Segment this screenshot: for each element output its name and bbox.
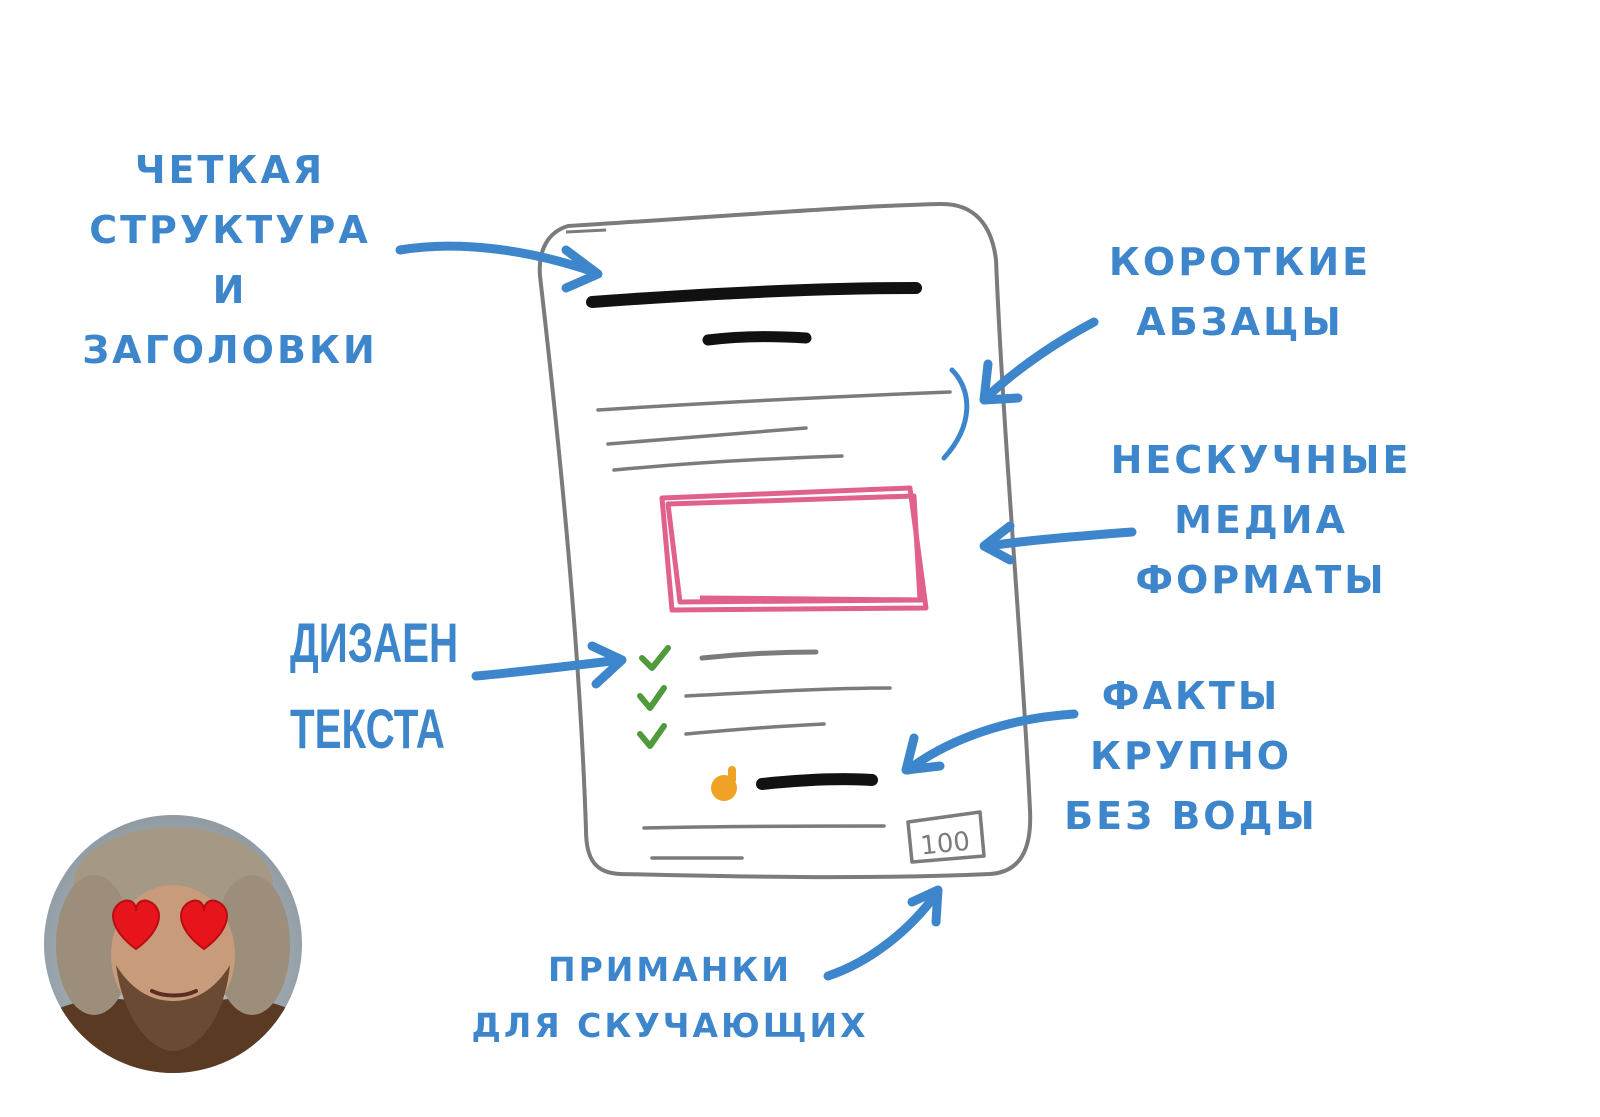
label-facts: ФАКТЫ КРУПНО БЕЗ ВОДЫ — [1056, 666, 1326, 846]
label-short-paragraphs: КОРОТКИЕ АБЗАЦЫ — [1100, 232, 1380, 352]
label-media-line-3: ФОРМАТЫ — [1135, 558, 1387, 602]
arrow-structure-icon — [395, 241, 603, 293]
check-icon — [637, 723, 667, 749]
heading-bar-sub — [702, 331, 812, 346]
counter-text: 100 — [919, 827, 972, 862]
label-facts-line-3: БЕЗ ВОДЫ — [1064, 794, 1318, 838]
label-media-line-2: МЕДИА — [1174, 498, 1348, 542]
check-icon — [639, 645, 671, 671]
paragraph-line-3 — [612, 454, 844, 472]
arrow-short-paragraphs-icon — [979, 317, 1099, 405]
check-icon — [637, 685, 667, 711]
checklist-line-3 — [684, 722, 826, 736]
label-short-paragraphs-line-1: КОРОТКИЕ — [1108, 240, 1372, 284]
label-bait-line-2: ДЛЯ СКУЧАЮЩИХ — [471, 1006, 869, 1045]
heading-bar-main — [586, 282, 922, 308]
heart-icon — [180, 899, 228, 951]
avatar-portrait — [44, 827, 302, 1073]
label-text-design: ДИЗАЕН ТЕКСТА — [290, 600, 459, 772]
counter-box: 100 — [906, 810, 986, 864]
label-bait-line-1: ПРИМАНКИ — [547, 950, 792, 989]
label-structure-line-3: И — [212, 268, 248, 312]
paragraph-bracket — [941, 367, 970, 461]
arrow-facts-icon — [901, 709, 1079, 775]
pointing-finger-icon — [711, 766, 737, 801]
label-media: НЕСКУЧНЫЕ МЕДИА ФОРМАТЫ — [1106, 430, 1416, 610]
document-outline — [537, 201, 1033, 880]
label-media-line-1: НЕСКУЧНЫЕ — [1110, 438, 1412, 482]
media-frame — [659, 485, 929, 613]
fact-bar — [756, 773, 878, 790]
label-structure-line-1: ЧЕТКАЯ — [134, 148, 326, 192]
checklist-line-2 — [684, 686, 892, 698]
checklist-line-1 — [699, 649, 819, 661]
document-outline-sketch-stroke — [565, 228, 607, 234]
label-structure-line-4: ЗАГОЛОВКИ — [82, 328, 378, 372]
label-facts-line-1: ФАКТЫ — [1101, 674, 1281, 718]
arrow-text-design-icon — [471, 641, 627, 689]
arrow-media-icon — [979, 521, 1137, 565]
paragraph-line-1 — [596, 390, 952, 412]
label-short-paragraphs-line-2: АБЗАЦЫ — [1136, 300, 1344, 344]
paragraph-line-2 — [606, 426, 808, 446]
label-facts-line-2: КРУПНО — [1089, 734, 1293, 778]
label-structure: ЧЕТКАЯ СТРУКТУРА И ЗАГОЛОВКИ — [80, 140, 380, 380]
label-bait: ПРИМАНКИ ДЛЯ СКУЧАЮЩИХ — [470, 942, 870, 1054]
heart-icon — [112, 899, 160, 951]
avatar — [44, 815, 302, 1073]
label-text-design-line-2: ТЕКСТА — [290, 697, 445, 760]
arrow-bait-icon — [823, 885, 943, 981]
footer-line-1 — [642, 824, 886, 830]
arrows — [395, 241, 1137, 981]
label-structure-line-2: СТРУКТУРА — [89, 208, 371, 252]
checklist — [637, 645, 892, 749]
label-text-design-line-1: ДИЗАЕН — [290, 611, 459, 674]
